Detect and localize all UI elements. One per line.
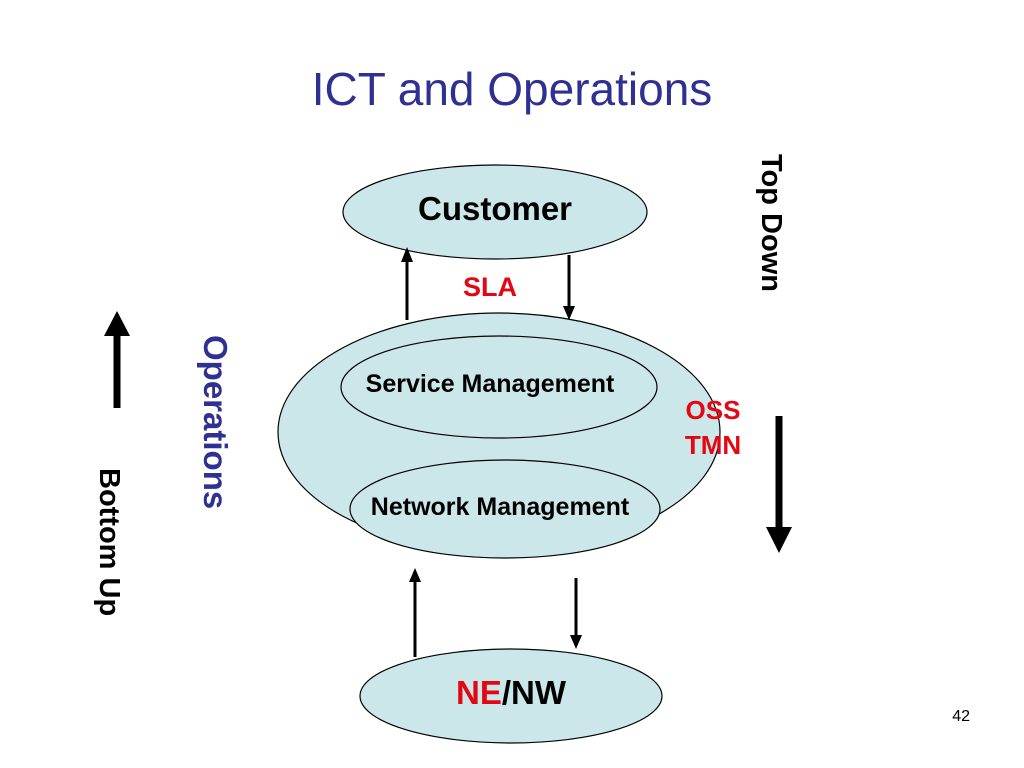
nw-label: NW xyxy=(511,674,566,711)
bottom-up-label: Bottom Up xyxy=(93,468,125,617)
tmn-label: TMN xyxy=(684,430,742,460)
arrow-up-to-customer xyxy=(401,247,413,320)
oss-tmn-label: OSS TMN xyxy=(668,393,758,463)
network-management-label: Network Management xyxy=(370,493,630,521)
bottom-up-arrow xyxy=(104,311,130,408)
operations-label: Operations xyxy=(197,335,234,510)
customer-label: Customer xyxy=(417,190,573,227)
service-management-ellipse xyxy=(340,335,658,439)
top-down-label: Top Down xyxy=(755,154,787,292)
separator-label: / xyxy=(501,674,512,711)
ne-nw-ellipse xyxy=(359,648,663,744)
slide-title: ICT and Operations xyxy=(311,63,713,115)
ne-label: NE xyxy=(456,674,502,711)
page-number: 42 xyxy=(952,708,970,725)
customer-ellipse xyxy=(342,164,648,260)
arrow-up-to-network-management xyxy=(409,568,421,657)
oss-label: OSS xyxy=(685,395,741,425)
ne-nw-label: NE/NW xyxy=(361,674,661,712)
top-down-arrow xyxy=(766,416,792,553)
sla-label: SLA xyxy=(463,272,517,302)
network-management-ellipse xyxy=(349,459,661,559)
arrow-down-from-customer xyxy=(563,255,575,320)
arrow-down-to-ne-nw xyxy=(570,578,582,649)
service-management-label: Service Management xyxy=(365,370,615,398)
